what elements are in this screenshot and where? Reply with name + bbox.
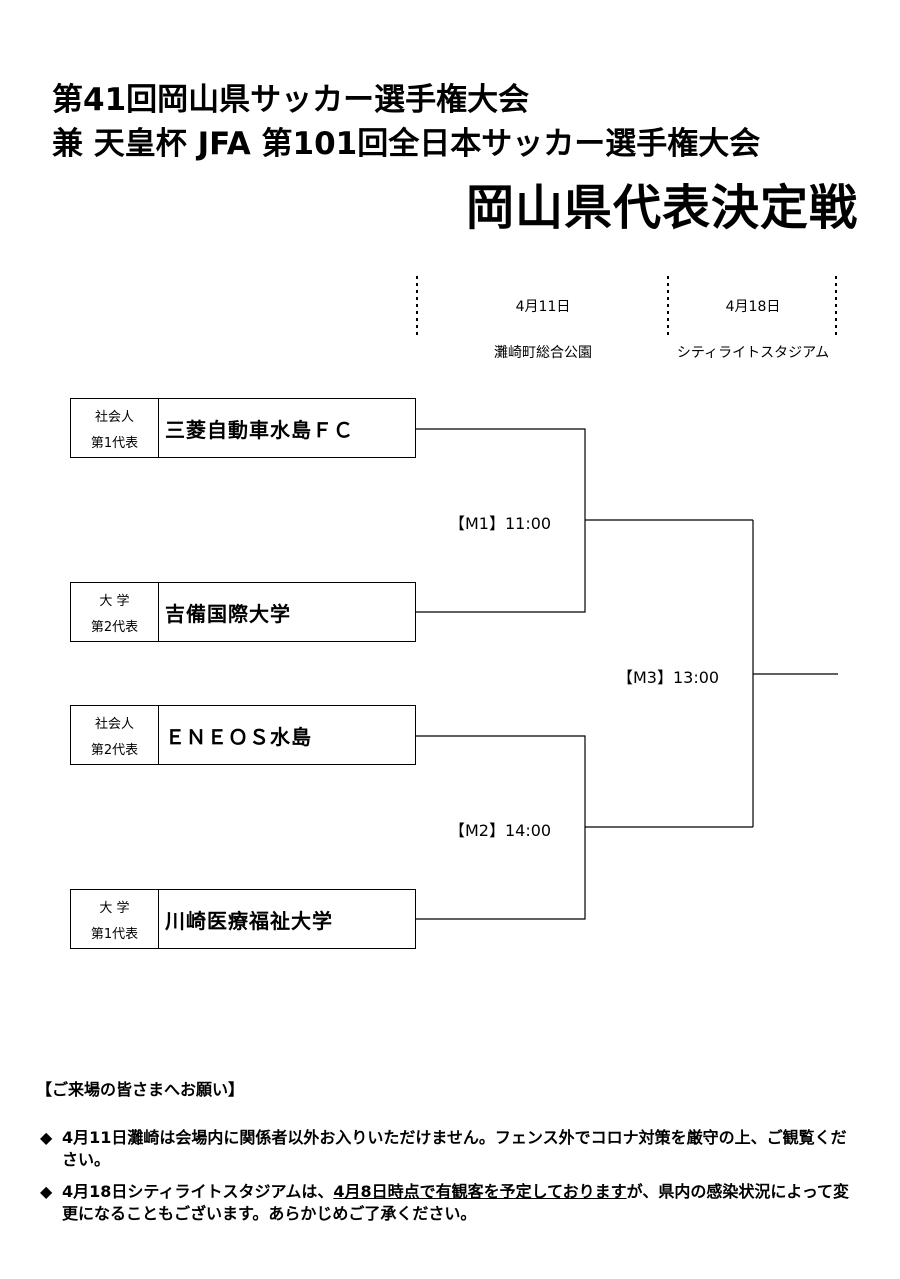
notice-item: ◆ 4月18日シティライトスタジアムは、4月8日時点で有観客を予定しておりますが… bbox=[40, 1181, 860, 1225]
title-line-1: 第41回岡山県サッカー選手権大会 bbox=[52, 82, 530, 118]
page-title: 岡山県代表決定戦 bbox=[465, 180, 858, 236]
notice-text: 4月11日灘崎は会場内に関係者以外お入りいただけません。フェンス外でコロナ対策を… bbox=[62, 1128, 847, 1169]
diamond-bullet-icon: ◆ bbox=[40, 1182, 53, 1201]
seed-cell: 大 学 第2代表 bbox=[71, 583, 159, 641]
team-entry: 社会人 第1代表 三菱自動車水島ＦＣ bbox=[70, 398, 416, 458]
round-2-venue: シティライトスタジアム bbox=[676, 345, 830, 361]
seed-category: 社会人 bbox=[94, 716, 134, 732]
notice-text-end: が、県内の感染状況によって変更になることもございます。あらかじめご了承ください。 bbox=[62, 1182, 850, 1223]
seed-rank: 第1代表 bbox=[90, 435, 139, 451]
seed-cell: 社会人 第1代表 bbox=[71, 399, 159, 457]
team-name: ＥＮＥＯＳ水島 bbox=[165, 724, 312, 749]
title-line-2: 兼 天皇杯 JFA 第101回全日本サッカー選手権大会 bbox=[52, 126, 761, 162]
seed-rank: 第2代表 bbox=[90, 742, 139, 758]
seed-category: 社会人 bbox=[94, 409, 134, 425]
round-2-date: 4月18日 bbox=[725, 299, 781, 315]
notice-heading: 【ご来場の皆さまへお願い】 bbox=[36, 1080, 245, 1099]
notice-text-underlined: 4月8日時点で有観客を予定しております bbox=[333, 1182, 627, 1201]
team-name: 三菱自動車水島ＦＣ bbox=[165, 417, 354, 442]
team-entry: 大 学 第1代表 川崎医療福祉大学 bbox=[70, 889, 416, 949]
seed-category: 大 学 bbox=[99, 593, 130, 609]
notice-text-start: 4月18日シティライトスタジアムは、 bbox=[62, 1182, 334, 1201]
team-name: 吉備国際大学 bbox=[165, 601, 291, 626]
round-1-venue: 灘崎町総合公園 bbox=[494, 345, 592, 361]
seed-rank: 第2代表 bbox=[90, 619, 139, 635]
team-entry: 社会人 第2代表 ＥＮＥＯＳ水島 bbox=[70, 705, 416, 765]
seed-rank: 第1代表 bbox=[90, 926, 139, 942]
diamond-bullet-icon: ◆ bbox=[40, 1128, 53, 1147]
seed-cell: 大 学 第1代表 bbox=[71, 890, 159, 948]
team-entry: 大 学 第2代表 吉備国際大学 bbox=[70, 582, 416, 642]
seed-category: 大 学 bbox=[99, 900, 130, 916]
round-1-date: 4月11日 bbox=[515, 299, 571, 315]
notice-text: 4月18日シティライトスタジアムは、4月8日時点で有観客を予定しておりますが、県… bbox=[62, 1181, 860, 1225]
notice-item: ◆ 4月11日灘崎は会場内に関係者以外お入りいただけません。フェンス外でコロナ対… bbox=[40, 1127, 860, 1171]
seed-cell: 社会人 第2代表 bbox=[71, 706, 159, 764]
match-label-m1: 【M1】11:00 bbox=[449, 514, 552, 533]
match-label-m2: 【M2】14:00 bbox=[449, 821, 552, 840]
match-label-m3: 【M3】13:00 bbox=[617, 668, 720, 687]
team-name: 川崎医療福祉大学 bbox=[165, 908, 333, 933]
